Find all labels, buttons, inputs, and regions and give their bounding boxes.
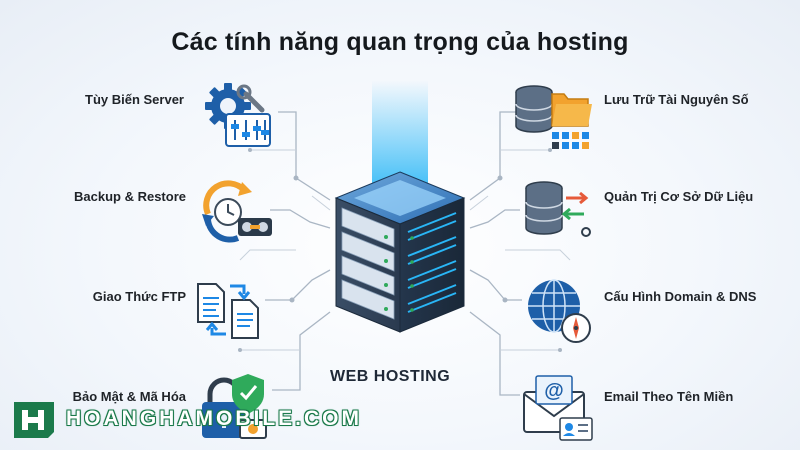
gear-sliders-icon (205, 83, 271, 147)
page-title: Các tính năng quan trọng của hosting (171, 28, 629, 56)
center-caption: WEB HOSTING (330, 368, 451, 385)
storage-folder-icon (515, 85, 592, 149)
lock-shield-icon (202, 374, 267, 439)
feature-label-database: Quản Trị Cơ Sở Dữ Liệu (604, 189, 754, 204)
globe-compass-icon (528, 279, 591, 343)
feature-label-digital-storage: Lưu Trữ Tài Nguyên Số (604, 92, 749, 107)
feature-label-backup-restore: Backup & Restore (74, 189, 186, 204)
hoanghamobile-logo (14, 402, 54, 438)
brand-text: HOANGHAMOBILE.COM (66, 407, 362, 430)
email-envelope-icon: @ (523, 375, 593, 441)
brand-watermark: HOANGHAMOBILE.COM (8, 398, 359, 442)
feature-label-security: Bảo Mật & Mã Hóa (72, 389, 186, 404)
feature-label-domain-dns: Cấu Hình Domain & DNS (604, 289, 757, 304)
svg-text:@: @ (544, 380, 564, 402)
file-transfer-icon (197, 283, 259, 339)
feature-label-server-customization: Tùy Biến Server (85, 92, 184, 107)
web-hosting-server-illustration (334, 80, 466, 333)
backup-clock-icon (202, 180, 272, 243)
feature-label-ftp: Giao Thức FTP (92, 289, 186, 304)
database-icon (525, 181, 591, 237)
feature-label-domain-email: Email Theo Tên Miền (604, 389, 734, 404)
